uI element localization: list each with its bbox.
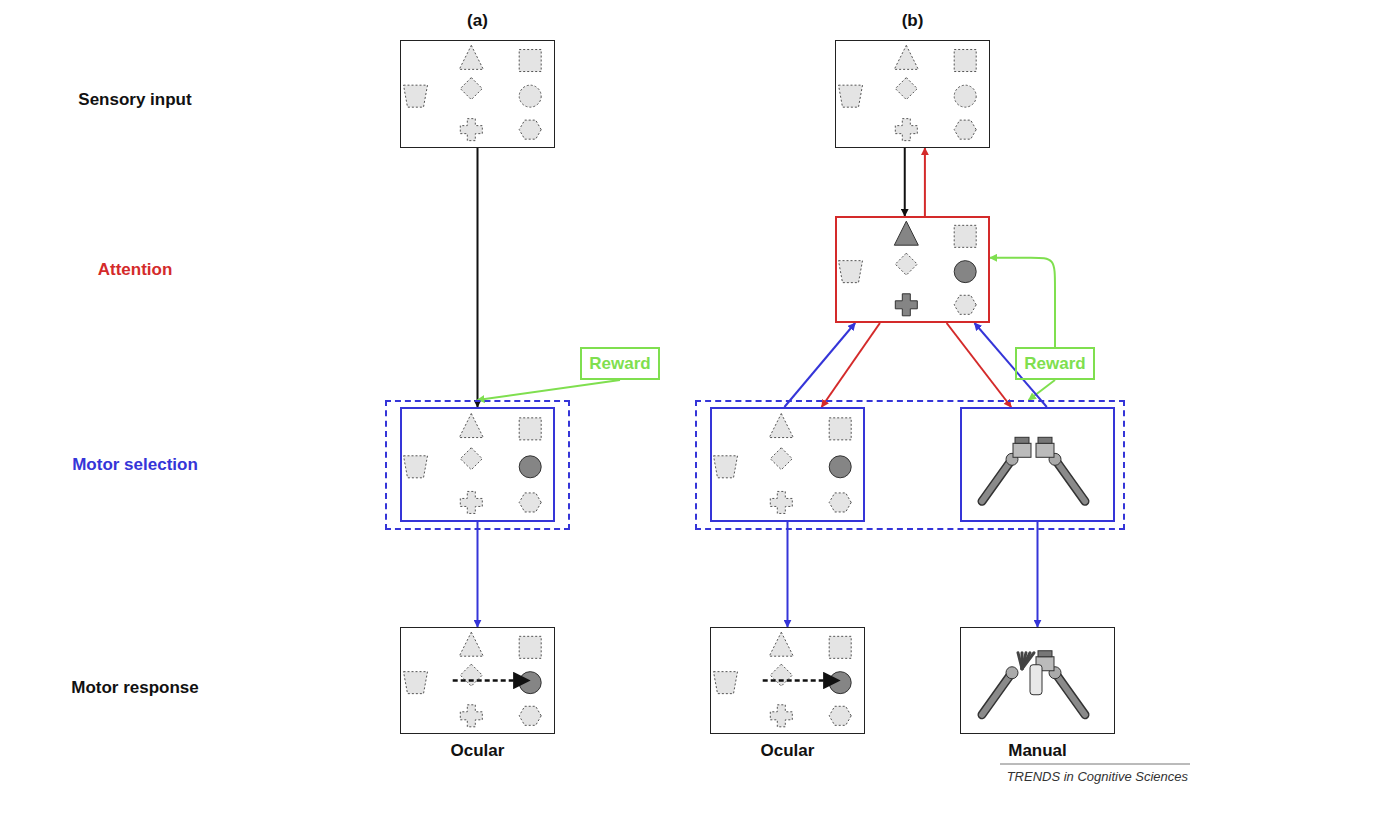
- reward-label: Reward: [582, 354, 658, 374]
- arrow-connector: [1037, 522, 1039, 627]
- stimulus-field: [714, 414, 852, 514]
- stimulus-shape: [954, 85, 976, 107]
- stimulus-shape: [954, 225, 976, 247]
- arrow-connector: [477, 148, 479, 407]
- stimulus-shape: [894, 221, 918, 245]
- stimulus-shape: [829, 636, 851, 658]
- stimulus-shape: [770, 491, 792, 513]
- stimulus-shape: [895, 78, 917, 100]
- panel-box: Manual: [960, 627, 1115, 734]
- stimulus-shape: [894, 45, 918, 69]
- stimulus-shape: [829, 418, 851, 440]
- panel-box: [710, 407, 865, 522]
- rule-line: [1000, 764, 1190, 765]
- stimulus-shape: [519, 706, 541, 725]
- stimulus-shape: [404, 456, 428, 478]
- arrow-connector: [787, 522, 789, 627]
- stimulus-shape: [839, 85, 863, 107]
- arrow-connector: [924, 148, 926, 216]
- row-label: Sensory input: [78, 90, 191, 110]
- reward-box: Reward: [580, 347, 660, 380]
- stimulus-shape: [460, 491, 482, 513]
- stimulus-shape: [519, 120, 541, 139]
- panel-box: [400, 407, 555, 522]
- stimulus-shape: [714, 456, 738, 478]
- stimulus-shape: [770, 664, 792, 686]
- reward-label: Reward: [1017, 354, 1093, 374]
- stimulus-shape: [895, 253, 917, 275]
- arrow-connector: [784, 323, 855, 407]
- stimulus-shape: [404, 672, 428, 694]
- stimulus-shape: [519, 672, 541, 694]
- panel-heading: (b): [836, 11, 989, 31]
- stimulus-field: [404, 45, 542, 140]
- stimulus-shape: [519, 418, 541, 440]
- robot-arms: [982, 651, 1085, 715]
- stimulus-shape: [895, 119, 917, 141]
- arrow-connector: [477, 522, 479, 627]
- stimulus-shape: [519, 85, 541, 107]
- panel-heading: (a): [401, 11, 554, 31]
- stimulus-shape: [770, 448, 792, 470]
- stimulus-shape: [459, 45, 483, 69]
- stimulus-shape: [460, 705, 482, 727]
- object-cylinder: [1030, 665, 1042, 695]
- panel-box: [695, 400, 1125, 530]
- arrow-connector: [478, 380, 621, 400]
- stimulus-shape: [829, 456, 851, 478]
- panel-heading: Ocular: [711, 741, 864, 761]
- stimulus-shape: [769, 414, 793, 438]
- stimulus-shape: [895, 294, 917, 316]
- panel-heading: Manual: [961, 741, 1114, 761]
- arrow-connector: [904, 148, 906, 216]
- stimulus-field: [839, 221, 977, 316]
- stimulus-shape: [460, 448, 482, 470]
- row-label: Motor selection: [72, 455, 198, 475]
- stimulus-shape: [459, 414, 483, 438]
- robot-arms: [982, 437, 1085, 501]
- stimulus-shape: [769, 632, 793, 656]
- stimulus-shape: [459, 632, 483, 656]
- panel-box: (a): [400, 40, 555, 148]
- arrow-connector: [990, 258, 1055, 347]
- saccade-arrow: [763, 679, 837, 682]
- stimulus-field: [404, 414, 542, 514]
- stimulus-shape: [404, 85, 428, 107]
- stimulus-shape: [714, 672, 738, 694]
- stimulus-shape: [460, 119, 482, 141]
- arrow-connector: [947, 323, 1012, 407]
- stimulus-shape: [519, 456, 541, 478]
- stimulus-shape: [839, 261, 863, 283]
- panel-box: (b): [835, 40, 990, 148]
- panel-box: [835, 216, 990, 323]
- stimulus-shape: [519, 493, 541, 512]
- panel-heading: Ocular: [401, 741, 554, 761]
- saccade-arrow: [453, 679, 527, 682]
- stimulus-field: [714, 632, 852, 727]
- stimulus-shape: [519, 636, 541, 658]
- arrow-connector: [822, 323, 880, 407]
- stimulus-shape: [954, 50, 976, 72]
- row-label: Motor response: [71, 678, 199, 698]
- stimulus-field: [404, 632, 542, 727]
- row-label: Attention: [98, 260, 173, 280]
- stimulus-field: [839, 45, 977, 140]
- stimulus-shape: [954, 295, 976, 314]
- panel-box: Ocular: [710, 627, 865, 734]
- stimulus-shape: [770, 705, 792, 727]
- stimulus-shape: [829, 706, 851, 725]
- stimulus-shape: [954, 120, 976, 139]
- stimulus-shape: [460, 78, 482, 100]
- journal-credit: TRENDS in Cognitive Sciences: [1007, 769, 1188, 784]
- panel-box: Ocular: [400, 627, 555, 734]
- stimulus-shape: [829, 493, 851, 512]
- panel-box: [960, 407, 1115, 522]
- stimulus-shape: [954, 261, 976, 283]
- panel-box: [385, 400, 570, 530]
- stimulus-shape: [829, 672, 851, 694]
- stimulus-shape: [519, 50, 541, 72]
- reward-box: Reward: [1015, 347, 1095, 380]
- stimulus-shape: [460, 664, 482, 686]
